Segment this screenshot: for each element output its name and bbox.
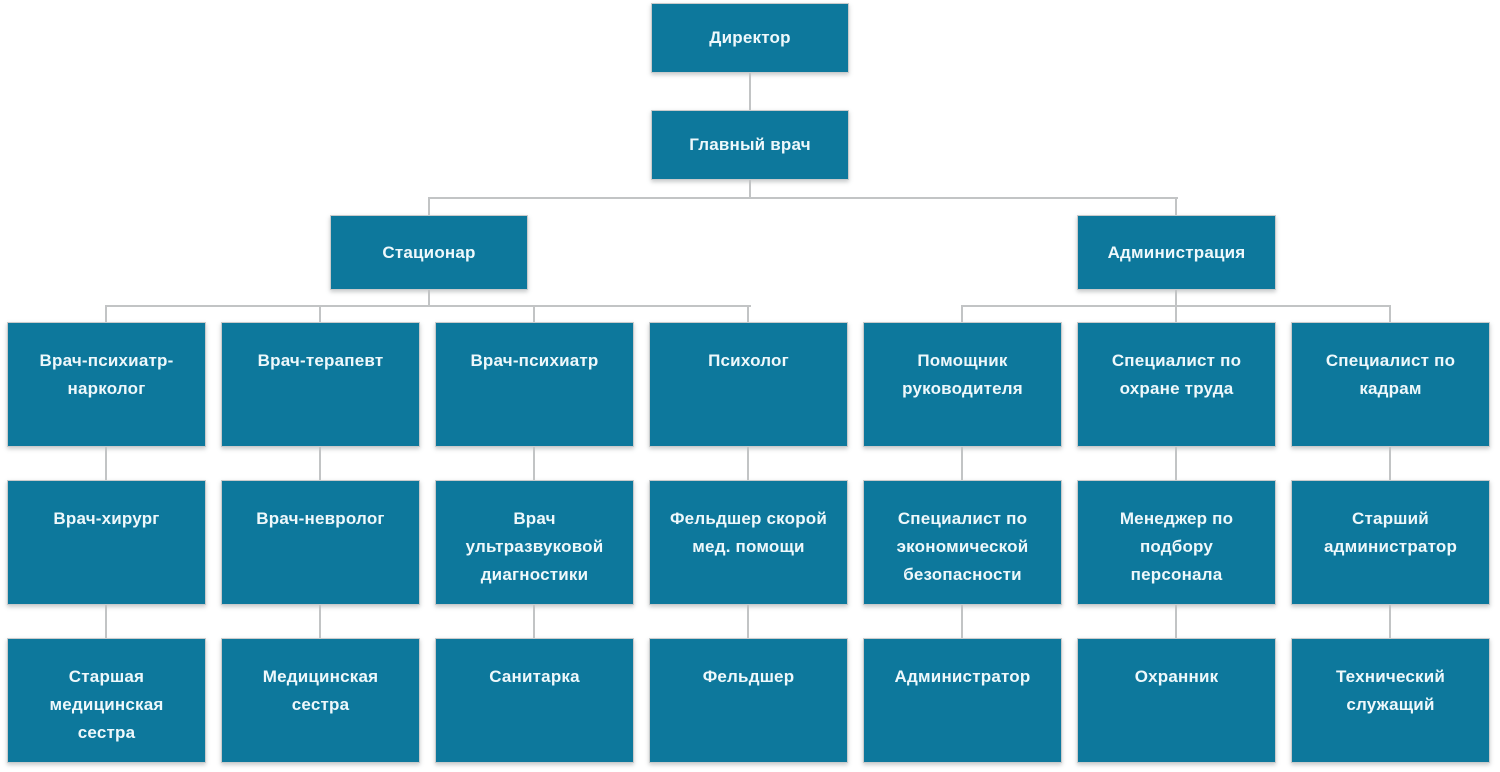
node-neurologist: Врач-невролог (221, 480, 420, 605)
node-labor-safety-specialist: Специалист по охране труда (1077, 322, 1276, 447)
node-hr-specialist: Специалист по кадрам (1291, 322, 1490, 447)
node-technical-worker: Технический служащий (1291, 638, 1490, 763)
connector-col7-bottom (1389, 605, 1391, 638)
node-economic-security-specialist: Специалист по экономической безопасности (863, 480, 1062, 605)
connector-col5-bottom (961, 605, 963, 638)
connector-inpatient-stem (428, 290, 430, 306)
connector-drop-col7 (1389, 305, 1391, 322)
connector-drop-col1 (105, 305, 107, 322)
node-senior-administrator: Старший администратор (1291, 480, 1490, 605)
connector-col6-bottom (1175, 605, 1177, 638)
connector-branches-rail (428, 197, 1178, 199)
connector-drop-col6 (1175, 305, 1177, 322)
node-recruiting-manager: Менеджер по подбору персонала (1077, 480, 1276, 605)
connector-col6-mid (1175, 447, 1177, 480)
node-director: Директор (651, 3, 849, 73)
connector-col4-bottom (747, 605, 749, 638)
node-head-nurse: Старшая медицинская сестра (7, 638, 206, 763)
node-surgeon: Врач-хирург (7, 480, 206, 605)
connector-inpatient-rail (105, 305, 751, 307)
node-administrator: Администратор (863, 638, 1062, 763)
node-executive-assistant: Помощник руководителя (863, 322, 1062, 447)
node-orderly: Санитарка (435, 638, 634, 763)
connector-col3-bottom (533, 605, 535, 638)
connector-drop-col5 (961, 305, 963, 322)
connector-chief-stem (749, 180, 751, 197)
connector-col3-mid (533, 447, 535, 480)
node-chief-physician: Главный врач (651, 110, 849, 180)
node-branch-inpatient: Стационар (330, 215, 528, 290)
connector-col2-bottom (319, 605, 321, 638)
connector-director-chief (749, 73, 751, 110)
node-nurse: Медицинская сестра (221, 638, 420, 763)
node-psychologist: Психолог (649, 322, 848, 447)
connector-drop-administration (1175, 197, 1177, 215)
connector-col5-mid (961, 447, 963, 480)
connector-administration-stem (1175, 290, 1177, 306)
connector-col4-mid (747, 447, 749, 480)
connector-drop-col3 (533, 305, 535, 322)
node-security-guard: Охранник (1077, 638, 1276, 763)
connector-col7-mid (1389, 447, 1391, 480)
connector-drop-inpatient (428, 197, 430, 215)
node-paramedic: Фельдшер (649, 638, 848, 763)
node-ultrasound-doctor: Врач ультразвуковой диагностики (435, 480, 634, 605)
connector-drop-col4 (747, 305, 749, 322)
node-therapist: Врач-терапевт (221, 322, 420, 447)
connector-col1-bottom (105, 605, 107, 638)
node-psychiatrist-narcologist: Врач-психиатр- нарколог (7, 322, 206, 447)
node-ambulance-paramedic: Фельдшер скорой мед. помощи (649, 480, 848, 605)
node-branch-administration: Администрация (1077, 215, 1276, 290)
connector-drop-col2 (319, 305, 321, 322)
node-psychiatrist: Врач-психиатр (435, 322, 634, 447)
connector-col1-mid (105, 447, 107, 480)
connector-col2-mid (319, 447, 321, 480)
